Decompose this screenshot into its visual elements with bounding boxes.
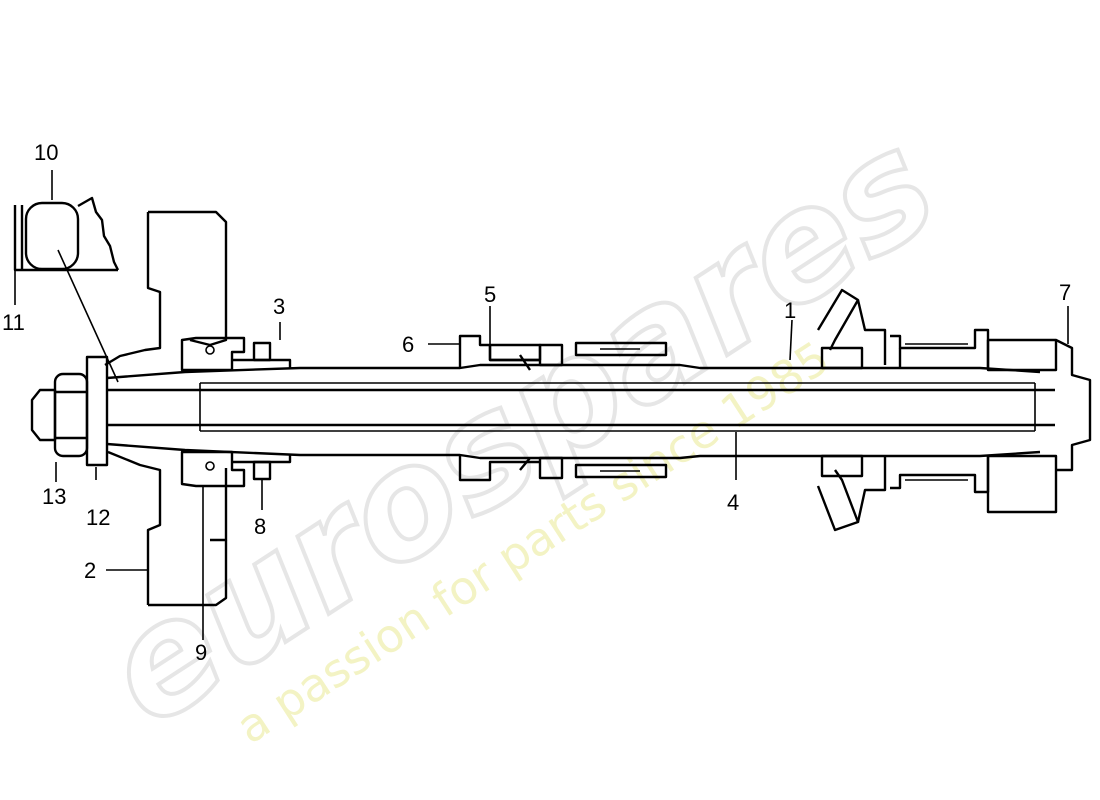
callout-6: 6 (402, 332, 414, 357)
callout-13: 13 (42, 484, 66, 509)
callout-2: 2 (84, 558, 96, 583)
callout-4: 4 (727, 490, 739, 515)
gear-set-middle (458, 334, 668, 482)
watermark-brand: eurospares (75, 98, 965, 760)
callout-7: 7 (1059, 280, 1071, 305)
leader-lines (14, 170, 1069, 640)
bearing-left (180, 336, 292, 488)
detail-inset (13, 196, 120, 272)
shaft-assembly-drawing (13, 196, 1092, 607)
callout-11: 11 (2, 310, 25, 335)
callout-12: 12 (86, 505, 110, 530)
right-bearing-housing (890, 328, 1092, 514)
callout-8: 8 (254, 514, 266, 539)
callout-9: 9 (195, 640, 207, 665)
bevel-gear (816, 288, 887, 532)
nut-and-washer (30, 355, 109, 467)
flange-housing (104, 210, 228, 607)
callout-10: 10 (34, 140, 58, 165)
watermark: eurospares a passion for parts since 198… (73, 96, 967, 762)
callout-5: 5 (484, 282, 496, 307)
callout-1: 1 (784, 298, 796, 323)
callout-3: 3 (273, 294, 285, 319)
callout-labels: 10 11 13 12 2 3 8 9 6 5 1 4 7 (2, 140, 1071, 665)
